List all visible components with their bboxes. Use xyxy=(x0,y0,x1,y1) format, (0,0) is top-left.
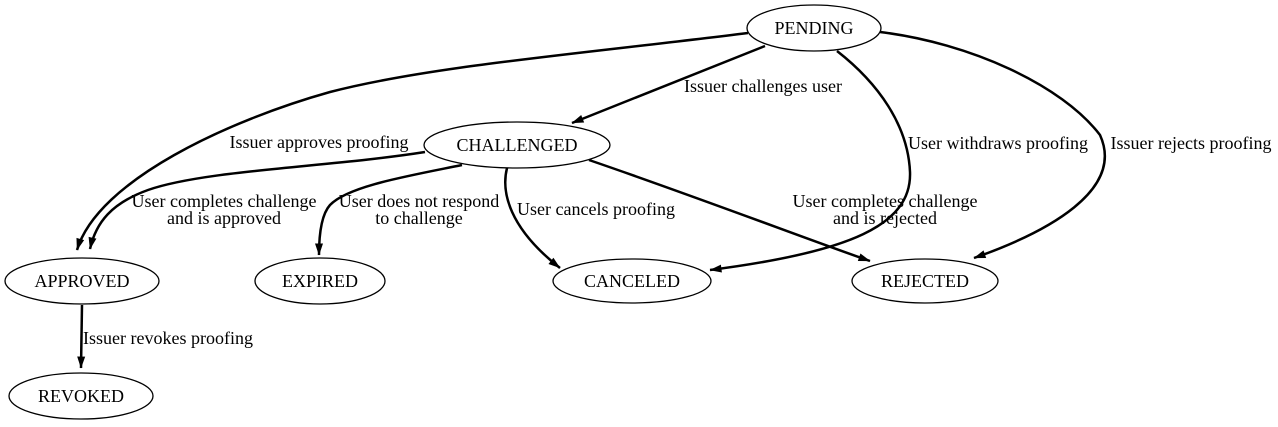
edge-label-issuer-rejects-proofing: Issuer rejects proofing xyxy=(1111,133,1272,153)
edge-pending-approved: Issuer approves proofing xyxy=(75,31,749,251)
state-node-pending: PENDING xyxy=(746,4,882,52)
state-label-rejected: REJECTED xyxy=(881,271,969,291)
state-ellipse-expired xyxy=(254,257,386,305)
edge-label-user-does-not-respond-line1: User does not respond xyxy=(339,191,499,211)
edge-line-pending-canceled xyxy=(709,50,912,273)
state-label-pending: PENDING xyxy=(775,18,854,38)
state-ellipse-challenged xyxy=(423,121,611,169)
state-label-expired: EXPIRED xyxy=(282,271,358,291)
edge-challenged-approved: User completes challenge and is approved xyxy=(88,150,426,250)
edge-label-user-withdraws-proofing: User withdraws proofing xyxy=(908,133,1088,153)
edge-line-challenged-canceled xyxy=(504,167,561,269)
state-node-approved: APPROVED xyxy=(4,257,160,305)
state-label-revoked: REVOKED xyxy=(38,386,124,406)
state-ellipse-canceled xyxy=(552,258,712,304)
state-label-approved: APPROVED xyxy=(34,271,129,291)
state-node-canceled: CANCELED xyxy=(552,258,712,304)
edge-line-challenged-rejected xyxy=(588,158,871,263)
edge-line-pending-approved xyxy=(75,31,749,251)
edge-pending-rejected: Issuer rejects proofing xyxy=(879,30,1272,260)
edge-label-user-completes-challenge-approved-line1: User completes challenge xyxy=(132,191,317,211)
edge-label-user-completes-challenge-rejected-line2: and is rejected xyxy=(833,208,937,228)
state-ellipse-approved xyxy=(4,257,160,305)
edge-challenged-expired: User does not respond to challenge xyxy=(315,163,499,256)
state-ellipse-revoked xyxy=(8,372,154,420)
state-label-canceled: CANCELED xyxy=(584,271,680,291)
edge-challenged-rejected: User completes challenge and is rejected xyxy=(588,158,978,263)
edge-label-issuer-challenges-user: Issuer challenges user xyxy=(684,76,842,96)
edge-label-user-completes-challenge-rejected-line1: User completes challenge xyxy=(793,191,978,211)
edge-challenged-canceled: User cancels proofing xyxy=(504,167,675,269)
state-label-challenged: CHALLENGED xyxy=(457,135,578,155)
edge-line-approved-revoked xyxy=(77,304,86,369)
edge-line-challenged-expired xyxy=(315,163,463,256)
edge-line-pending-rejected xyxy=(879,30,1107,260)
state-node-expired: EXPIRED xyxy=(254,257,386,305)
edge-approved-revoked: Issuer revokes proofing xyxy=(77,304,253,369)
state-node-revoked: REVOKED xyxy=(8,372,154,420)
edge-label-user-does-not-respond-line2: to challenge xyxy=(375,208,462,228)
edge-line-challenged-approved xyxy=(88,150,426,250)
edge-label-issuer-revokes-proofing: Issuer revokes proofing xyxy=(83,328,253,348)
state-ellipse-pending xyxy=(746,4,882,52)
edge-line-pending-challenged xyxy=(571,44,766,125)
edge-label-user-completes-challenge-approved-line2: and is approved xyxy=(167,208,281,228)
state-node-rejected: REJECTED xyxy=(851,258,999,304)
state-node-challenged: CHALLENGED xyxy=(423,121,611,169)
edge-label-user-cancels-proofing: User cancels proofing xyxy=(517,199,675,219)
edge-pending-canceled: User withdraws proofing xyxy=(709,50,1088,273)
edge-pending-challenged: Issuer challenges user xyxy=(571,44,842,125)
state-ellipse-rejected xyxy=(851,258,999,304)
edge-label-issuer-approves-proofing: Issuer approves proofing xyxy=(230,132,409,152)
